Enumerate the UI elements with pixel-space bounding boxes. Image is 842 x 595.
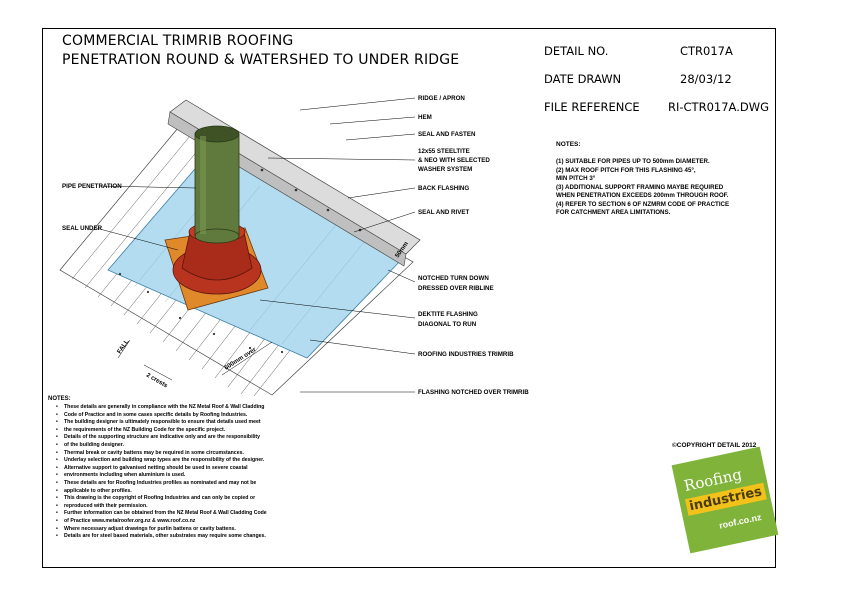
footer-note: Where necessary adjust drawings for purl… bbox=[48, 526, 267, 534]
pipe-penetration bbox=[194, 125, 240, 244]
dektite-flashing bbox=[164, 221, 269, 311]
note-item: WHEN PENETRATION EXCEEDS 200mm THROUGH R… bbox=[556, 192, 729, 199]
note-item: (4) REFER TO SECTION 6 OF NZMRM CODE OF … bbox=[556, 200, 730, 208]
label-flashing-notched: FLASHING NOTCHED OVER TRIMRIB bbox=[418, 389, 529, 396]
footer-note: Alternative support to galvanised nettin… bbox=[48, 465, 267, 473]
footer-note: the requirements of the NZ Building Code… bbox=[48, 427, 267, 435]
label-ridge-apron: RIDGE / APRON bbox=[418, 95, 465, 102]
footer-note: These details are generally in complianc… bbox=[48, 404, 267, 412]
label-screw-line-2: & NEO WITH SELECTED bbox=[418, 157, 490, 164]
note-item: (3) ADDITIONAL SUPPORT FRAMING MAYBE REQ… bbox=[556, 183, 724, 191]
title-line-1: COMMERCIAL TRIMRIB ROOFING bbox=[62, 33, 294, 49]
label-back-flashing: BACK FLASHING bbox=[418, 185, 469, 192]
label-seal-rivet: SEAL AND RIVET bbox=[418, 209, 469, 216]
label-pipe-penetration: PIPE PENETRATION bbox=[62, 183, 122, 190]
label-seal-fasten: SEAL AND FASTEN bbox=[418, 131, 476, 138]
notes-heading: NOTES: bbox=[556, 141, 581, 148]
note-item: (2) MAX ROOF PITCH FOR THIS FLASHING 45°… bbox=[556, 166, 696, 174]
footer-note: Details are for steel based materials, o… bbox=[48, 533, 267, 541]
notes-list: (1) SUITABLE FOR PIPES UP TO 500mm DIAME… bbox=[556, 158, 729, 218]
logo-url: roof.co.nz bbox=[718, 511, 763, 531]
file-reference-value: RI-CTR017A.DWG bbox=[668, 100, 769, 114]
footer-note: of the building designer. bbox=[48, 442, 267, 450]
label-trimrib: ROOFING INDUSTRIES TRIMRIB bbox=[418, 351, 514, 358]
label-seal-under: SEAL UNDER bbox=[62, 225, 103, 232]
date-drawn-value: 28/03/12 bbox=[680, 72, 732, 86]
footer-note: environments including when aluminium is… bbox=[48, 472, 267, 480]
title-line-2: PENETRATION ROUND & WATERSHED TO UNDER R… bbox=[62, 52, 460, 68]
detail-no-label: DETAIL NO. bbox=[544, 44, 609, 58]
note-item: (1) SUITABLE FOR PIPES UP TO 500mm DIAME… bbox=[556, 158, 710, 165]
detail-no-value: CTR017A bbox=[680, 44, 733, 58]
label-dektite-line-1: DEKTITE FLASHING bbox=[418, 311, 478, 318]
footer-note: The building designer is ultimately resp… bbox=[48, 419, 267, 427]
footer-note: applicable to other profiles. bbox=[48, 488, 267, 496]
note-item: MIN PITCH 3° bbox=[556, 175, 596, 182]
footer-note: Details of the supporting structure are … bbox=[48, 434, 267, 442]
dim-2-crests: 2 crests bbox=[145, 372, 169, 390]
label-hem: HEM bbox=[418, 114, 432, 121]
copyright-notice: ©COPYRIGHT DETAIL 2012 bbox=[672, 442, 757, 449]
label-dektite-line-2: DIAGONAL TO RUN bbox=[418, 321, 477, 328]
leader-lines bbox=[95, 97, 416, 393]
footer-note: of Practice www.metalroofer.org.nz & www… bbox=[48, 518, 267, 526]
footer-notes-list: These details are generally in complianc… bbox=[48, 404, 267, 541]
footer-note: Underlay selection and building wrap typ… bbox=[48, 457, 267, 465]
footer-note: Further information can be obtained from… bbox=[48, 510, 267, 518]
footer-note: These details are for Roofing Industries… bbox=[48, 480, 267, 488]
roofing-industries-logo: Roofing industries roof.co.nz bbox=[671, 446, 779, 554]
label-screw-line-3: WASHER SYSTEM bbox=[418, 166, 472, 173]
footer-notes-heading: NOTES: bbox=[48, 396, 71, 402]
footer-note: This drawing is the copyright of Roofing… bbox=[48, 495, 267, 503]
date-drawn-label: DATE DRAWN bbox=[544, 72, 622, 86]
footer-note: Thermal break or cavity battens may be r… bbox=[48, 450, 267, 458]
label-notched-line-2: DRESSED OVER RIBLINE bbox=[418, 285, 494, 292]
footer-note: reproduced with their permission. bbox=[48, 503, 267, 511]
dim-fall: FALL bbox=[116, 338, 131, 355]
drawing-border bbox=[42, 28, 776, 568]
footer-note: Code of Practice and in some cases speci… bbox=[48, 412, 267, 420]
note-item: FOR CATCHMENT AREA LIMITATIONS. bbox=[556, 209, 671, 216]
label-notched-line-1: NOTCHED TURN DOWN bbox=[418, 275, 489, 282]
file-reference-label: FILE REFERENCE bbox=[544, 100, 640, 114]
label-screw-line-1: 12x55 STEELTITE bbox=[418, 148, 470, 155]
